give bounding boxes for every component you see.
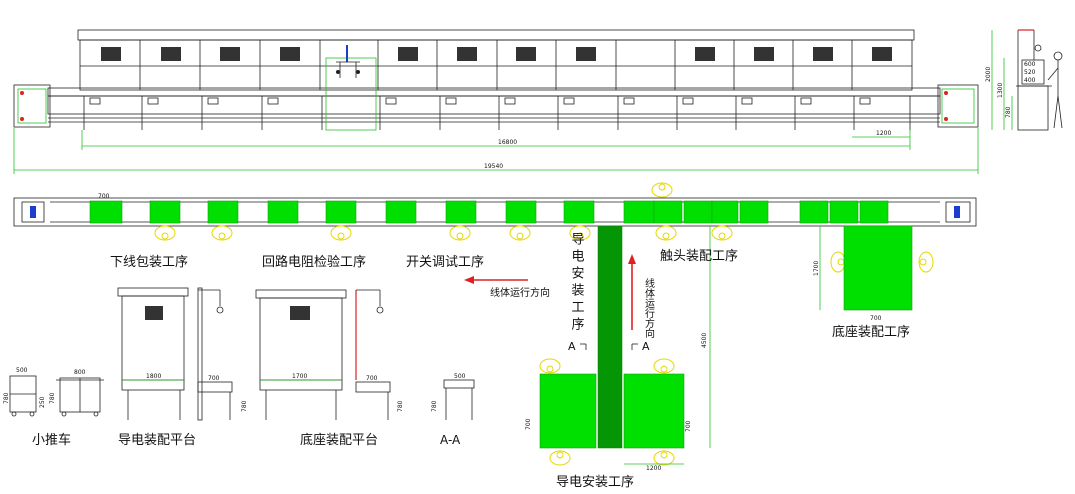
dim-600: 600 <box>1024 61 1036 68</box>
operator-figure-icon <box>1047 51 1063 129</box>
line-plan-view: 700 <box>13 182 977 466</box>
dim-700-left: 700 <box>525 418 532 430</box>
label-xiaxian: 下线包装工序 <box>110 255 188 270</box>
dim-1200-top: 1200 <box>876 130 891 137</box>
dim-plat1-w: 1800 <box>146 373 161 380</box>
dim-cart2-w: 800 <box>74 369 86 376</box>
dim-1200-bottom: 1200 <box>646 465 661 472</box>
base-assembly-area: 1700 700 <box>813 225 913 322</box>
operator-icons <box>154 182 934 466</box>
dim-19540: 19540 <box>484 163 503 170</box>
label-flow-up: 线体运行方向 <box>643 277 655 338</box>
section-mark-left: A <box>568 340 576 353</box>
side-elevation-view: 2000 1300 780 600 520 400 <box>985 29 1063 131</box>
dim-400: 400 <box>1024 77 1036 84</box>
dim-1300: 1300 <box>997 83 1004 98</box>
flow-arrow-up-icon <box>628 254 636 330</box>
dim-cart1-h: 780 <box>3 392 10 404</box>
dim-plat2-w: 1700 <box>292 373 307 380</box>
dim-cart2-h: 780 <box>49 392 56 404</box>
label-xiaotuiche: 小推车 <box>32 432 71 448</box>
dim-700-right: 700 <box>685 420 692 432</box>
fixture-icon <box>336 45 360 78</box>
label-flow-left: 线体运行方向 <box>490 286 550 299</box>
dim-700-plan: 700 <box>98 193 110 200</box>
dim-aa-h: 780 <box>431 400 438 412</box>
conveyor-pallets <box>89 200 889 224</box>
line-elevation-view: 16800 1200 19540 <box>13 29 979 174</box>
label-chutou: 触头装配工序 <box>660 249 738 264</box>
cart-small-drawing: 500 780 250 <box>3 367 46 417</box>
label-dizuo-platform: 底座装配平台 <box>300 432 378 448</box>
dim-700-area: 700 <box>870 315 882 322</box>
dim-520: 520 <box>1024 69 1036 76</box>
dim-2000: 2000 <box>985 67 992 82</box>
dim-cart1-w: 500 <box>16 367 28 374</box>
label-daodian-bottom: 导电安装工序 <box>556 475 634 490</box>
dim-cart1-h2: 250 <box>39 396 46 408</box>
cart-large-drawing: 800 780 <box>49 369 104 417</box>
dim-plat1-side: 700 <box>208 375 220 382</box>
section-mark-right: A <box>642 340 650 353</box>
label-section-aa: A-A <box>440 433 461 447</box>
right-end-unit <box>937 84 979 128</box>
label-daodian-vertical: 导电安装工序 <box>569 232 585 334</box>
label-huilu: 回路电阻检验工序 <box>262 254 366 270</box>
dim-aa-w: 500 <box>454 373 466 380</box>
dim-plat1-h: 780 <box>241 400 248 412</box>
section-aa-drawing: 500 780 <box>431 373 475 420</box>
conductive-install-area: 4500 1200 700 700 A A <box>525 225 711 472</box>
dim-plat2-side: 700 <box>366 375 378 382</box>
dim-plat2-h: 780 <box>397 400 404 412</box>
dim-16800: 16800 <box>498 139 517 146</box>
conductive-platform-drawing: 1800 700 780 <box>117 287 248 421</box>
dim-4500: 4500 <box>701 333 708 348</box>
left-end-unit <box>13 84 51 128</box>
label-daodian-platform: 导电装配平台 <box>118 433 196 448</box>
base-platform-drawing: 1700 700 780 <box>255 289 404 420</box>
dim-1700-area: 1700 <box>813 261 820 276</box>
label-kaiguan: 开关调试工序 <box>406 255 484 270</box>
flow-arrow-left-icon <box>464 276 528 284</box>
dim-780-side: 780 <box>1005 106 1012 118</box>
label-dizuo-proc: 底座装配工序 <box>832 324 910 340</box>
